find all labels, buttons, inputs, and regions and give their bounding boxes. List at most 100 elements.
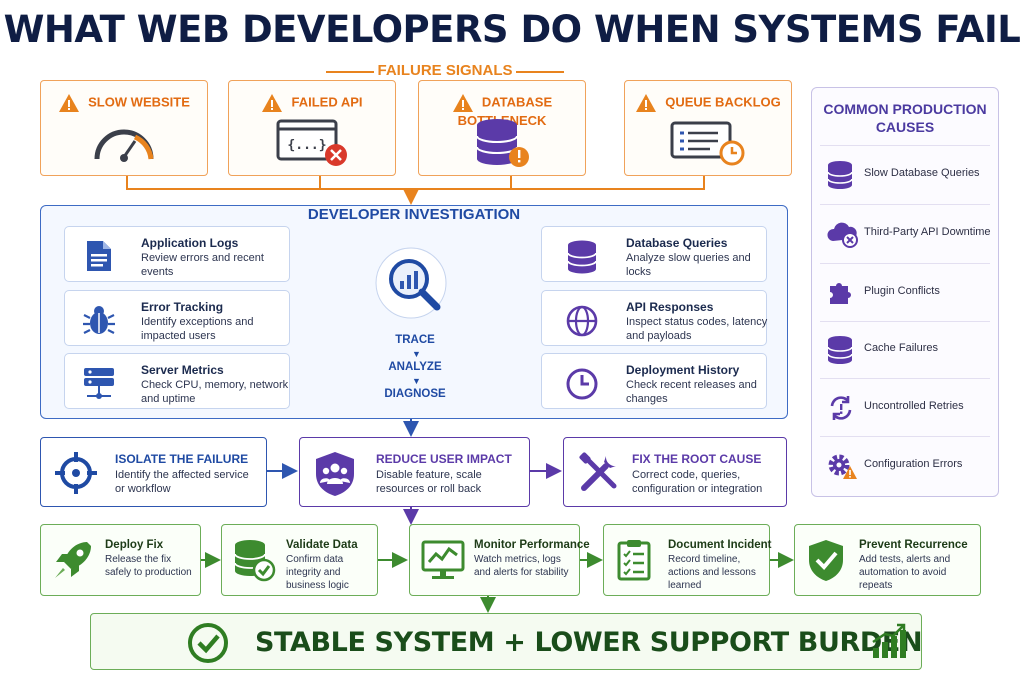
card-desc: Check CPU, memory, network and uptime (141, 379, 289, 405)
down-arrow-icon: ▼ (412, 349, 421, 359)
divider (820, 263, 990, 264)
cause-item: Uncontrolled Retries (822, 379, 990, 436)
down-arrow-icon: ▼ (412, 376, 421, 386)
divider (820, 204, 990, 205)
signal-failed-api: FAILED API {...} (228, 80, 396, 176)
warning-icon (636, 94, 657, 112)
card-title: Database Queries (626, 236, 728, 250)
tools-icon (579, 452, 617, 491)
cause-label: Plugin Conflicts (864, 285, 940, 297)
action-title: ISOLATE THE FAILURE (115, 452, 249, 466)
step-title: Prevent Recurrence (859, 539, 968, 551)
shield-check-icon (809, 540, 843, 581)
card-desc: Review errors and recent events (141, 252, 264, 278)
crosshair-icon (55, 452, 97, 494)
retry-warning-icon (830, 396, 852, 420)
monitor-chart-icon (421, 540, 465, 579)
action-desc: Disable feature, scale resources or roll… (376, 469, 482, 495)
server-icon (84, 368, 114, 399)
signal-database-bottleneck: DATABASE BOTTLENECK (418, 80, 586, 176)
outcome-banner: STABLE SYSTEM + LOWER SUPPORT BURDEN (90, 613, 923, 670)
globe-icon (566, 305, 598, 337)
svg-text:{...}: {...} (287, 138, 326, 153)
causes-title-line: CAUSES (875, 119, 935, 135)
database-icon (567, 240, 597, 274)
card-title: API Responses (626, 300, 714, 314)
database-check-icon (234, 540, 276, 582)
causes-title-line: COMMON PRODUCTION (823, 101, 987, 117)
card-api-responses: API Responses Inspect status codes, late… (541, 290, 767, 346)
cause-label: Uncontrolled Retries (864, 400, 964, 412)
cause-label: Cache Failures (864, 342, 938, 354)
speedometer-icon (94, 129, 154, 162)
magnifier-chart-icon (375, 247, 447, 319)
card-error-tracking: Error Tracking Identify exceptions and i… (64, 290, 290, 346)
step-desc: Confirm data integrity and business logi… (286, 554, 349, 591)
step-monitor-performance: Monitor Performance Watch metrics, logs … (409, 524, 590, 596)
action-fix-root-cause: FIX THE ROOT CAUSE Correct code, queries… (563, 437, 787, 507)
warning-icon (452, 94, 473, 112)
api-error-icon: {...} (276, 119, 347, 166)
card-desc: Identify exceptions and impacted users (141, 316, 254, 342)
step-analyze: ANALYZE (388, 361, 442, 373)
warning-icon (59, 94, 80, 112)
action-isolate-failure: ISOLATE THE FAILURE Identify the affecte… (40, 437, 267, 507)
database-icon (827, 161, 853, 189)
card-desc: Check recent releases and changes (626, 379, 757, 405)
action-reduce-user-impact: REDUCE USER IMPACT Disable feature, scal… (299, 437, 530, 507)
database-icon (827, 336, 853, 364)
step-document-incident: Document Incident Record timeline, actio… (603, 524, 772, 596)
step-title: Document Incident (668, 539, 772, 551)
card-desc: Inspect status codes, latency and payloa… (626, 316, 768, 342)
bug-icon (83, 306, 115, 334)
step-diagnose: DIAGNOSE (384, 388, 446, 400)
cloud-error-icon (827, 222, 858, 248)
card-database-queries: Database Queries Analyze slow queries an… (541, 226, 767, 282)
outcome-label: STABLE SYSTEM + LOWER SUPPORT BURDEN (255, 627, 923, 658)
card-title: Server Metrics (141, 363, 224, 377)
step-desc: Release the fix safely to production (105, 554, 192, 578)
database-warning-icon (476, 119, 529, 167)
checklist-icon (617, 540, 651, 581)
card-title: Application Logs (141, 236, 239, 250)
cause-label: Slow Database Queries (864, 167, 980, 179)
step-prevent-recurrence: Prevent Recurrence Add tests, alerts and… (794, 524, 981, 596)
warning-icon (262, 94, 283, 112)
cause-item: Configuration Errors (822, 437, 990, 494)
divider (820, 436, 990, 437)
action-title: REDUCE USER IMPACT (376, 452, 512, 466)
puzzle-icon (830, 283, 851, 304)
card-server-metrics: Server Metrics Check CPU, memory, networ… (64, 353, 290, 409)
cause-item: Cache Failures (822, 321, 990, 378)
step-trace: TRACE (395, 334, 435, 346)
common-causes-panel: COMMON PRODUCTION CAUSES Slow Database Q… (811, 87, 999, 497)
cause-label: Configuration Errors (864, 458, 963, 470)
signal-slow-website: SLOW WEBSITE (40, 80, 208, 176)
step-title: Deploy Fix (105, 539, 164, 551)
investigation-title: DEVELOPER INVESTIGATION (307, 206, 521, 223)
step-validate-data: Validate Data Confirm data integrity and… (221, 524, 378, 596)
card-title: Deployment History (626, 363, 740, 377)
signal-label: QUEUE BACKLOG (665, 94, 781, 110)
queue-clock-icon (670, 121, 745, 166)
gear-warning-icon (828, 454, 857, 479)
card-desc: Analyze slow queries and locks (626, 252, 751, 278)
signal-queue-backlog: QUEUE BACKLOG (624, 80, 792, 176)
document-icon (87, 241, 111, 271)
step-desc: Watch metrics, logs and alerts for stabi… (474, 554, 569, 578)
step-title: Monitor Performance (474, 539, 590, 551)
growth-chart-icon (872, 623, 906, 658)
signal-label: FAILED API (291, 94, 363, 110)
step-desc: Add tests, alerts and automation to avoi… (859, 554, 951, 591)
check-circle-icon (188, 623, 228, 663)
cause-label: Third-Party API Downtime (864, 226, 991, 238)
card-application-logs: Application Logs Review errors and recen… (64, 226, 290, 282)
cause-item: Plugin Conflicts (822, 264, 990, 321)
step-deploy-fix: Deploy Fix Release the fix safely to pro… (40, 524, 201, 596)
divider (820, 145, 990, 146)
signal-label: SLOW WEBSITE (88, 94, 190, 110)
cause-item: Third-Party API Downtime (822, 205, 991, 262)
divider (820, 378, 990, 379)
cause-item: Slow Database Queries (822, 146, 990, 203)
failure-signals-label: FAILURE SIGNALS (320, 62, 570, 79)
